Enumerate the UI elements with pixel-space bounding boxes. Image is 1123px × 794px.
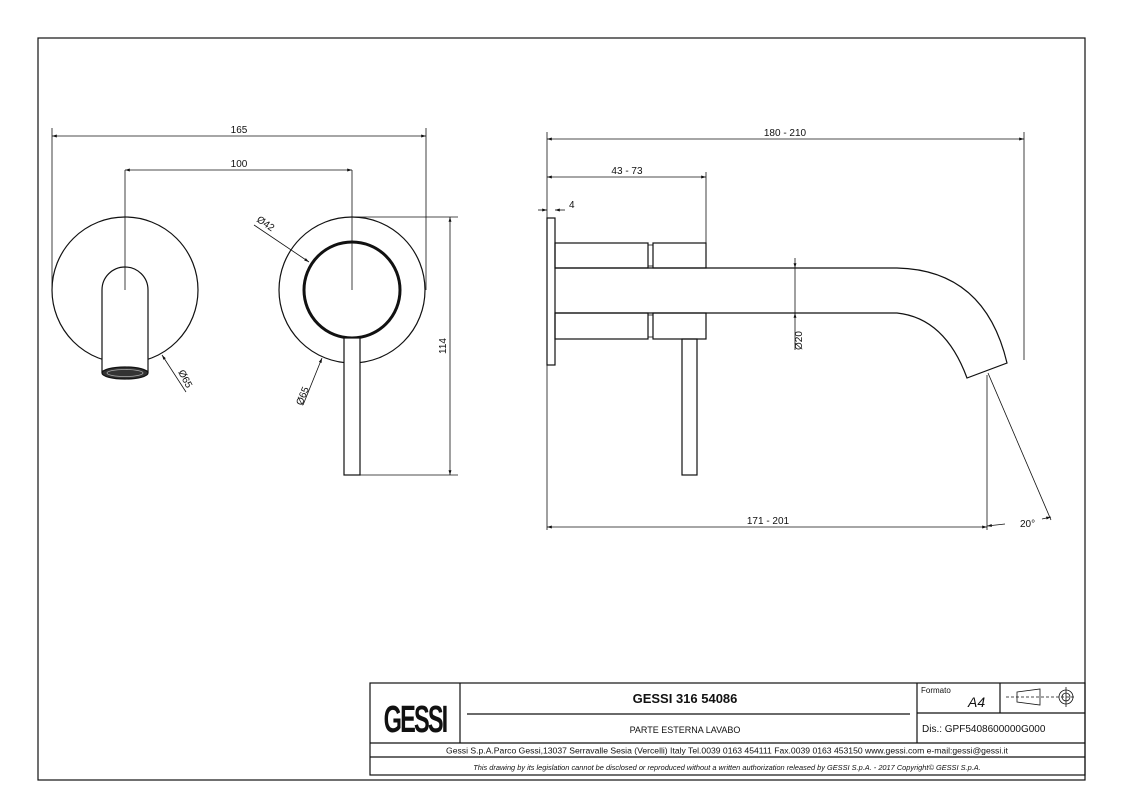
front-view-mixer: Ø42 Ø65	[253, 170, 426, 476]
description: PARTE ESTERNA LAVABO	[630, 725, 741, 735]
svg-text:GESSI: GESSI	[384, 697, 447, 740]
company-address: Gessi S.p.A.Parco Gessi,13037 Serravalle…	[446, 746, 1008, 756]
dim-114: 114	[438, 338, 449, 354]
dim-4: 4	[569, 200, 575, 211]
projection-symbol-icon	[1006, 687, 1076, 707]
title-block: GESSI GESSI 316 54086 PARTE ESTERNA LAVA…	[369, 682, 1086, 776]
format-value: A4	[967, 694, 985, 710]
product-code: GESSI 316 54086	[633, 691, 738, 706]
drawing-border	[37, 37, 1086, 781]
dim-100: 100	[231, 159, 248, 170]
front-dimensions: 165 100 114	[51, 125, 458, 476]
dim-165: 165	[231, 125, 248, 136]
dim-angle: 20°	[1020, 519, 1035, 530]
dim-handle: Ø42	[254, 214, 276, 234]
dim-43-73: 43 - 73	[611, 166, 643, 177]
dim-spout-diameter: Ø20	[794, 331, 805, 350]
format-label: Formato	[921, 686, 951, 695]
dim-171-201: 171 - 201	[747, 516, 790, 527]
side-view	[546, 217, 1008, 476]
drawing-number: Dis.: GPF5408600000G000	[922, 724, 1046, 735]
gessi-logo: GESSI	[384, 697, 449, 740]
copyright-disclaimer: This drawing by its legislation cannot b…	[473, 763, 980, 772]
front-view-spout: Ø65	[51, 170, 199, 393]
dim-180-210: 180 - 210	[764, 128, 807, 139]
side-dimensions: 180 - 210 43 - 73 4 Ø20 171 - 201 20°	[538, 128, 1052, 530]
